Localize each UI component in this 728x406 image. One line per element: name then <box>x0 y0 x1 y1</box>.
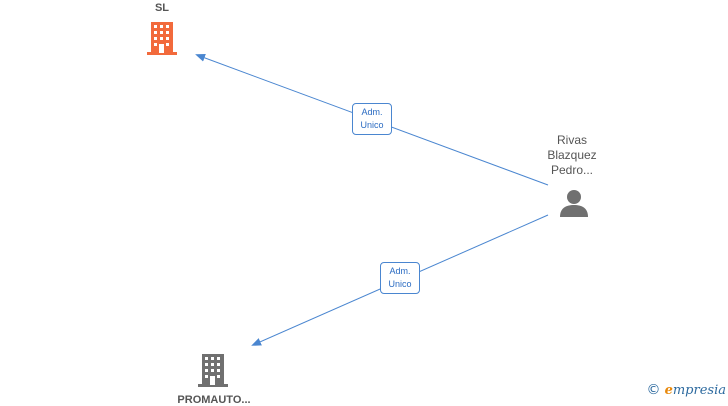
watermark-text: mpresia <box>672 383 726 398</box>
edge-label-line: Adm. <box>361 107 383 117</box>
copyright-icon: © <box>646 382 661 398</box>
edge-label-line: Unico <box>360 120 384 130</box>
watermark-first-letter: e <box>664 383 673 398</box>
edge-label-top: Adm. Unico <box>352 103 392 135</box>
company-label-bottom[interactable]: PROMAUTO... <box>177 394 251 406</box>
person-label-line: Blazquez <box>547 148 597 162</box>
person-label-line: Pedro... <box>550 163 594 177</box>
building-icon[interactable] <box>147 22 177 55</box>
edge-label-bottom: Adm. Unico <box>380 262 420 294</box>
person-icon[interactable] <box>560 190 588 217</box>
person-label[interactable]: Rivas Blazquez Pedro... <box>527 133 617 178</box>
edge-label-line: Unico <box>388 279 412 289</box>
building-icon[interactable] <box>198 354 228 387</box>
person-label-line: Rivas <box>556 133 587 147</box>
empresia-watermark: © empresia <box>646 382 726 398</box>
edge-label-line: Adm. <box>389 266 411 276</box>
company-label-top[interactable]: SL <box>154 2 170 14</box>
